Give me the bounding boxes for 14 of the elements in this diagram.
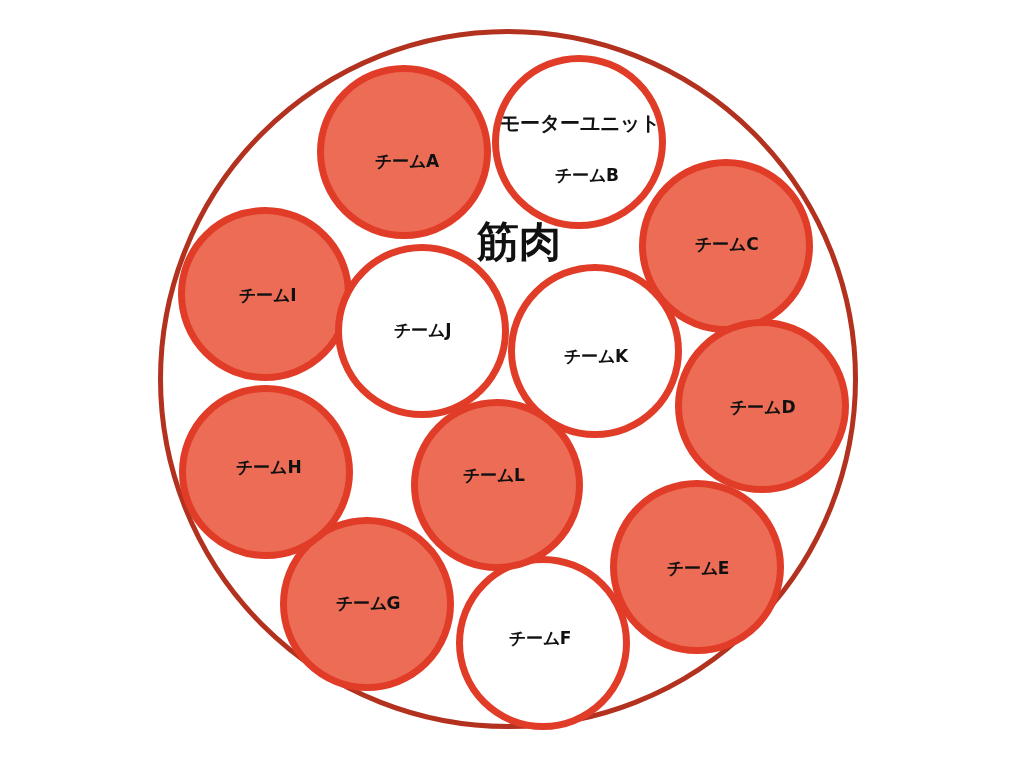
circle-label: チームA xyxy=(374,152,440,170)
circle-label: チームB xyxy=(555,166,619,184)
circle-label: チームK xyxy=(563,347,629,365)
heading-label: モーターユニット xyxy=(500,113,660,133)
circle-title: 筋肉 xyxy=(477,221,561,263)
circle-label: チームH xyxy=(236,458,302,476)
circle-label: チームJ xyxy=(394,321,452,339)
circle-label: チームD xyxy=(730,398,796,416)
circle-label: チームC xyxy=(695,235,759,253)
circle-label: チームG xyxy=(335,594,401,612)
circle-label: チームI xyxy=(239,286,297,304)
circle-label: チームE xyxy=(666,559,730,577)
circle-label: チームL xyxy=(463,466,525,484)
circle-label: チームF xyxy=(508,629,572,647)
